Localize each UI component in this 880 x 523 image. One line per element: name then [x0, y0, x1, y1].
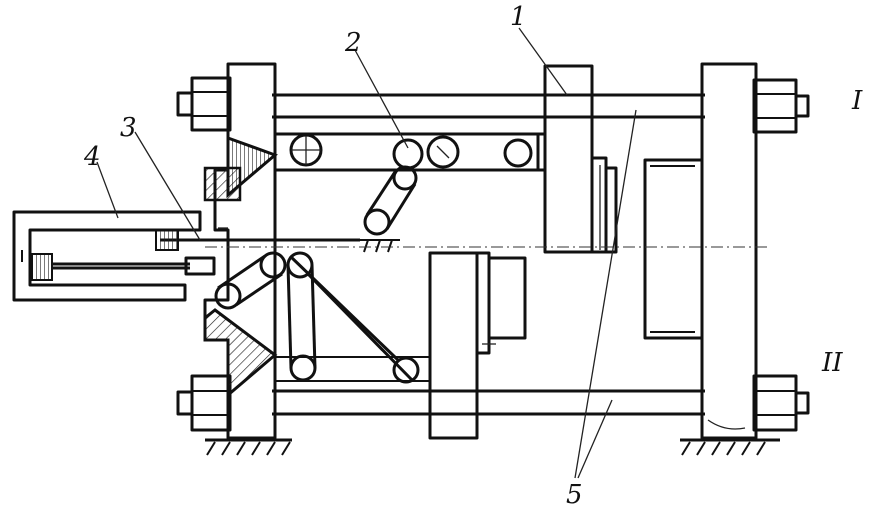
label-position-II: II — [822, 348, 843, 378]
label-position-I: I — [852, 86, 863, 116]
wedge-upper — [203, 135, 278, 202]
tie-bar-lower — [272, 389, 705, 416]
ram-rod — [155, 229, 360, 276]
nut-right-upper — [752, 78, 810, 134]
ground-left — [205, 438, 292, 456]
label-part-4: 4 — [84, 142, 101, 172]
tie-bar-upper — [272, 93, 705, 119]
ground-right — [680, 438, 780, 456]
hydraulic-cylinder — [12, 210, 202, 302]
nut-left-lower — [176, 374, 232, 432]
moving-platen — [428, 251, 479, 440]
wedge-lower — [203, 308, 278, 399]
leader-lines — [96, 27, 637, 479]
mold-lower-block — [475, 251, 527, 355]
label-part-2: 2 — [345, 28, 362, 58]
mold-half-right — [643, 158, 704, 340]
guide-track-upper — [275, 132, 545, 172]
label-part-1: 1 — [510, 2, 527, 32]
nut-right-lower — [752, 374, 810, 432]
piston — [31, 253, 53, 281]
label-part-5: 5 — [566, 480, 583, 510]
roller-set-upper — [289, 133, 533, 170]
toggle-link-upper — [360, 165, 418, 253]
toggle-link-lower — [214, 251, 430, 384]
mold-half-left — [590, 156, 618, 254]
fixed-platen — [700, 62, 758, 440]
label-part-3: 3 — [120, 113, 137, 143]
nut-left-upper — [176, 76, 232, 132]
